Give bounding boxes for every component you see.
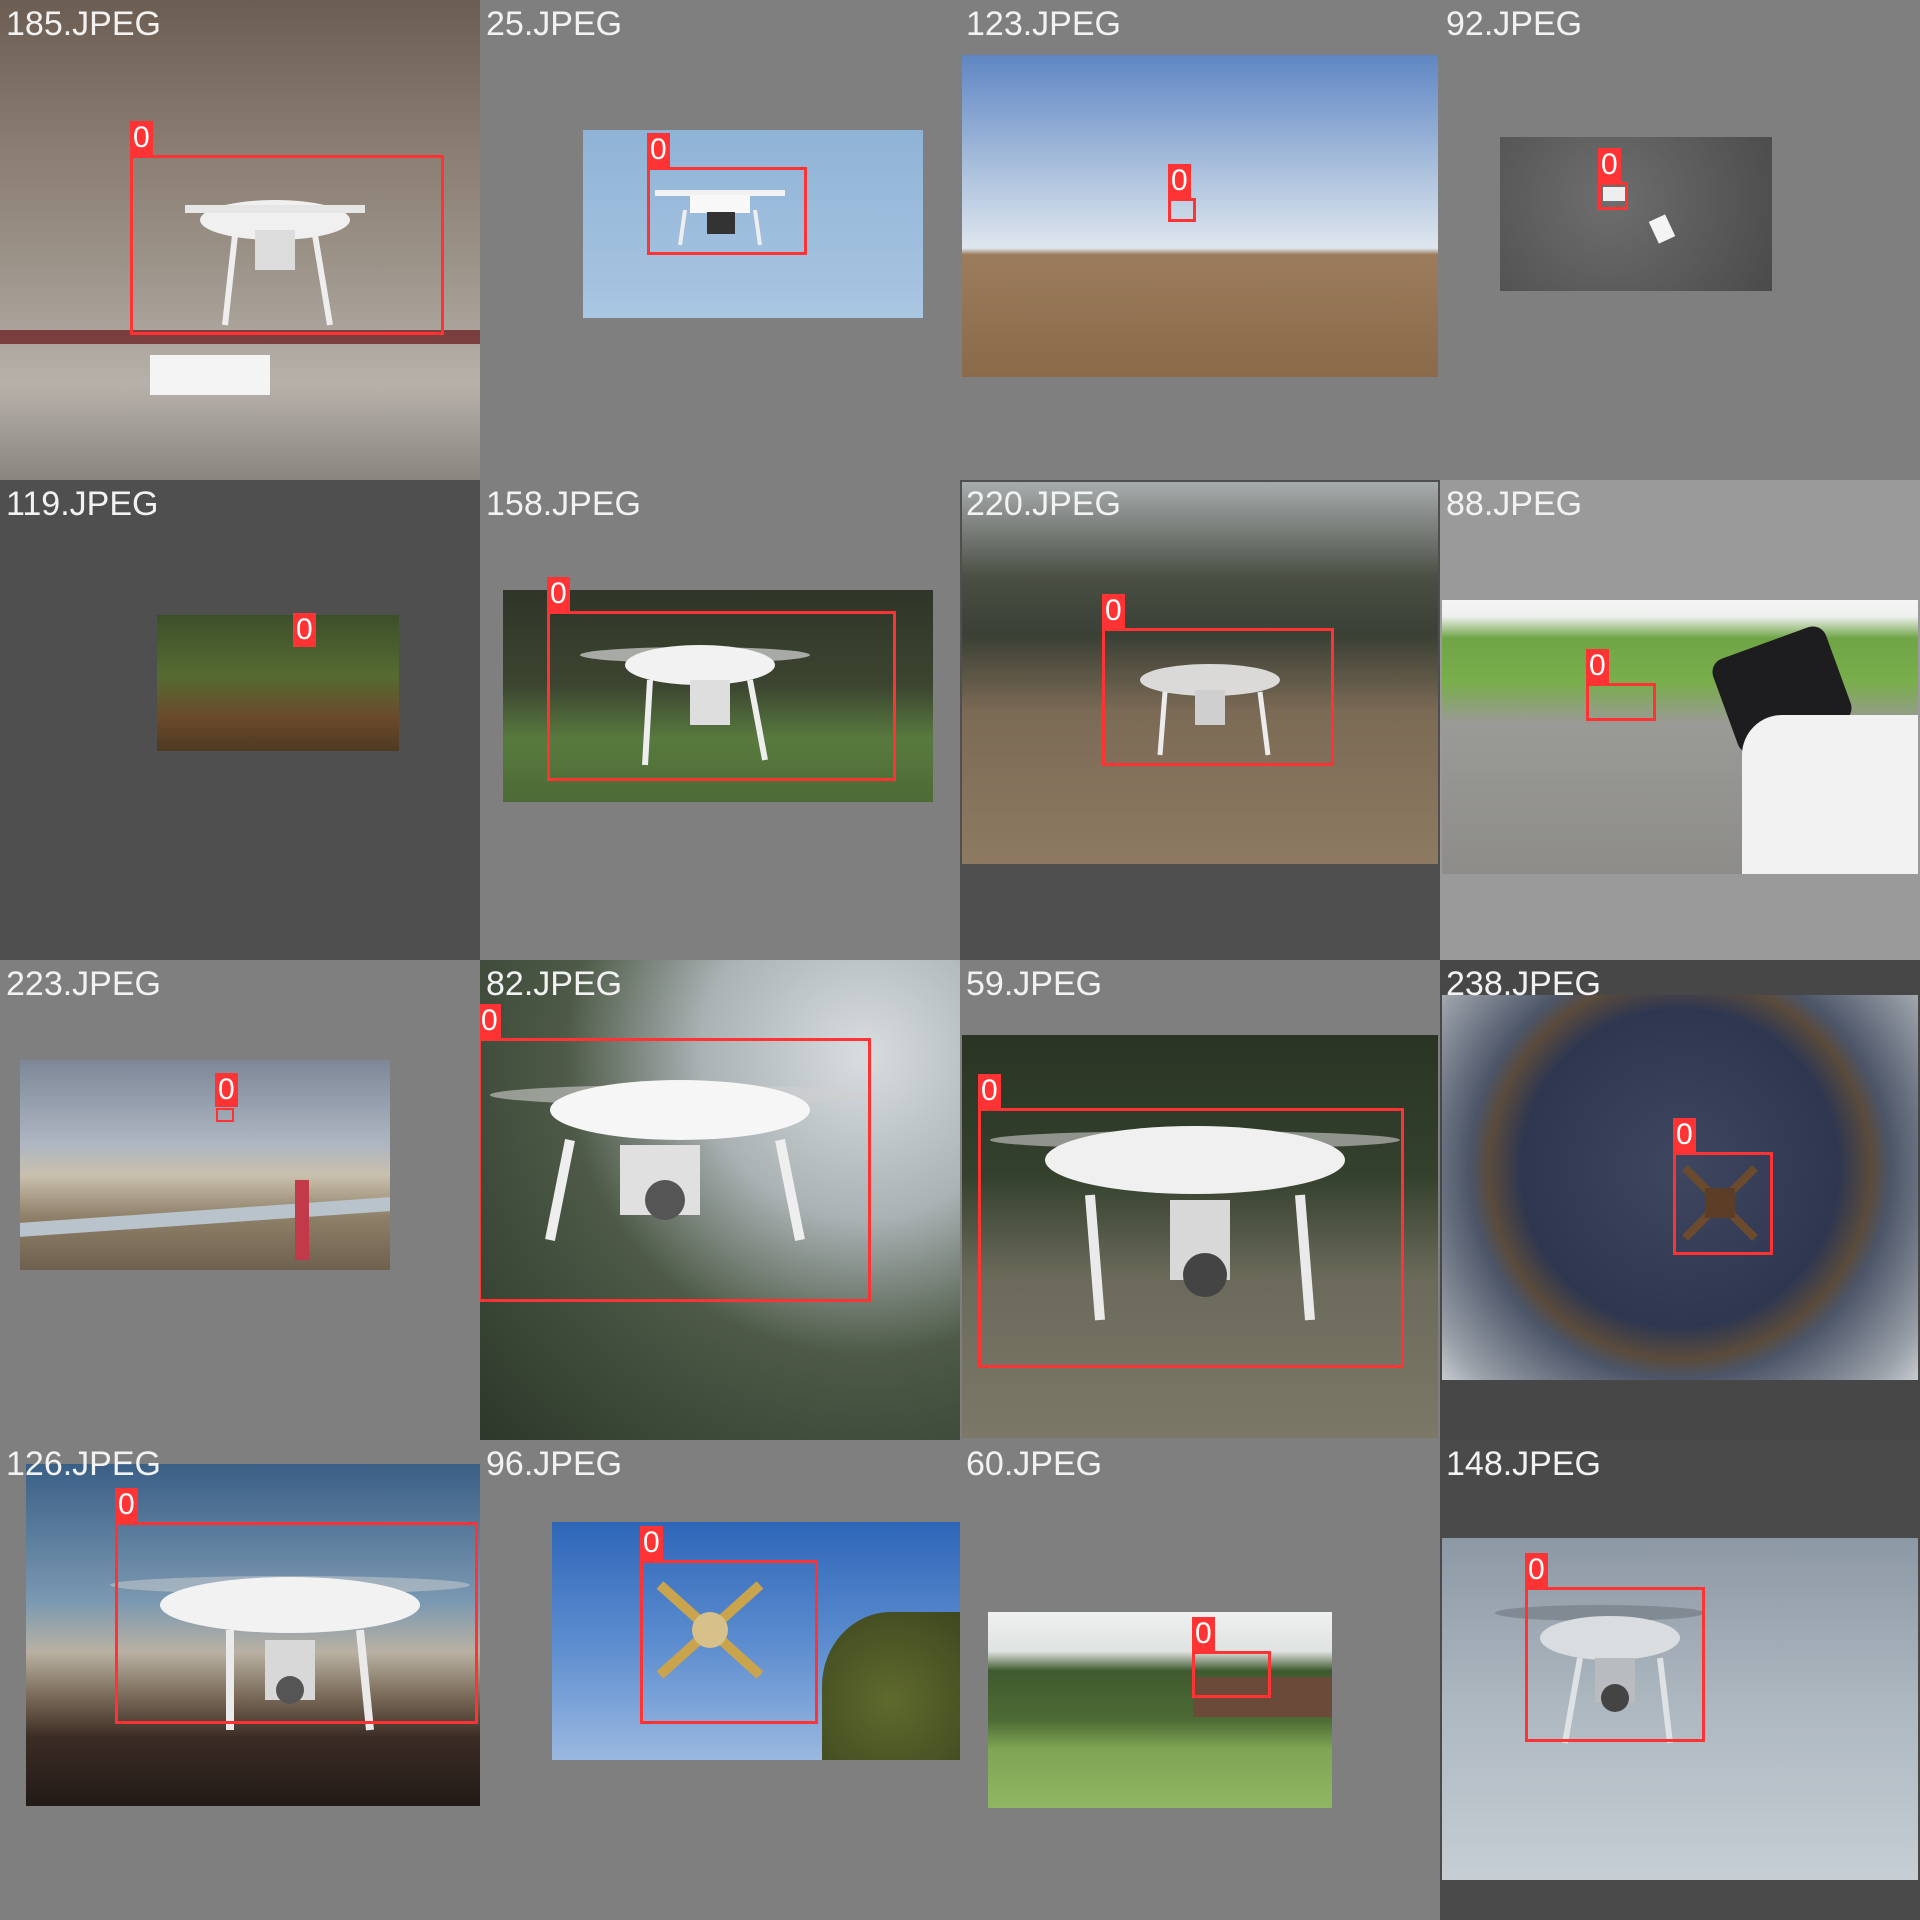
tile-92: 0 92.JPEG <box>1440 0 1920 480</box>
photo-92 <box>1500 137 1772 291</box>
bounding-box: 0 <box>640 1526 818 1724</box>
photo-119 <box>157 615 399 751</box>
drone-icon <box>1603 187 1676 244</box>
tile-filename: 59.JPEG <box>966 965 1103 1003</box>
photo-123 <box>962 55 1438 377</box>
class-label: 0 <box>1525 1553 1548 1587</box>
tile-82: 0 82.JPEG <box>480 960 960 1440</box>
tile-119: 0 119.JPEG <box>0 480 480 960</box>
drone-icon <box>490 1080 870 1241</box>
tile-60: 0 60.JPEG <box>960 1440 1440 1920</box>
tile-123: 0 123.JPEG <box>960 0 1440 480</box>
bounding-box: 0 <box>647 133 807 255</box>
tile-filename: 220.JPEG <box>966 485 1121 523</box>
tile-filename: 92.JPEG <box>1446 5 1583 43</box>
bounding-box: 0 <box>130 121 444 335</box>
bounding-box: 0 <box>978 1074 1404 1368</box>
drone-icon <box>655 190 785 246</box>
photo-60 <box>988 1612 1332 1808</box>
tile-filename: 238.JPEG <box>1446 965 1601 1003</box>
tile-59: 0 59.JPEG <box>960 960 1440 1440</box>
photo-126 <box>26 1464 480 1806</box>
drone-icon <box>1495 1605 1705 1744</box>
class-label: 0 <box>1673 1118 1696 1152</box>
tile-filename: 119.JPEG <box>6 485 159 523</box>
drone-icon <box>656 1581 764 1679</box>
class-label: 0 <box>480 1004 501 1038</box>
photo-88 <box>1442 600 1918 874</box>
photo-223 <box>20 1060 390 1270</box>
photo-25 <box>583 130 923 318</box>
tile-126: 0 126.JPEG <box>0 1440 480 1920</box>
tile-filename: 60.JPEG <box>966 1445 1103 1483</box>
drone-icon <box>185 200 365 326</box>
tile-filename: 148.JPEG <box>1446 1445 1601 1483</box>
bounding-box: 0 <box>293 613 316 658</box>
tile-filename: 185.JPEG <box>6 5 161 43</box>
photo-148 <box>1442 1538 1918 1880</box>
class-label: 0 <box>1102 594 1125 628</box>
class-label: 0 <box>1598 148 1621 182</box>
tile-filename: 96.JPEG <box>486 1445 623 1483</box>
bounding-box: 0 <box>480 1004 871 1302</box>
bounding-box: 0 <box>1673 1118 1773 1255</box>
tile-220: 0 220.JPEG <box>960 480 1440 960</box>
class-label: 0 <box>640 1526 663 1560</box>
class-label: 0 <box>215 1073 238 1107</box>
class-label: 0 <box>1168 164 1191 198</box>
drone-icon <box>1140 664 1280 756</box>
bounding-box: 0 <box>1192 1617 1271 1698</box>
bounding-box: 0 <box>547 577 896 781</box>
tile-238: 0 238.JPEG <box>1440 960 1920 1440</box>
class-label: 0 <box>1586 649 1609 683</box>
bounding-box: 0 <box>215 1073 238 1122</box>
tile-filename: 123.JPEG <box>966 5 1121 43</box>
tile-148: 0 148.JPEG <box>1440 1440 1920 1920</box>
tile-filename: 126.JPEG <box>6 1445 161 1483</box>
tile-filename: 223.JPEG <box>6 965 161 1003</box>
bounding-box: 0 <box>1102 594 1334 766</box>
tile-96: 0 96.JPEG <box>480 1440 960 1920</box>
bounding-box: 0 <box>1525 1553 1705 1742</box>
drone-icon <box>1682 1165 1758 1241</box>
bounding-box: 0 <box>1586 649 1656 721</box>
tile-filename: 158.JPEG <box>486 485 641 523</box>
tile-223: 0 223.JPEG <box>0 960 480 1440</box>
photo-185 <box>0 0 480 480</box>
bounding-box: 0 <box>115 1488 478 1724</box>
class-label: 0 <box>130 121 153 155</box>
class-label: 0 <box>293 613 316 647</box>
photo-238 <box>1442 995 1918 1380</box>
tile-88: 0 88.JPEG <box>1440 480 1920 960</box>
tile-25: 0 25.JPEG <box>480 0 960 480</box>
bounding-box: 0 <box>1598 148 1628 210</box>
class-label: 0 <box>115 1488 138 1522</box>
drone-icon <box>580 645 810 766</box>
class-label: 0 <box>647 133 670 167</box>
bounding-box: 0 <box>1168 164 1196 222</box>
class-label: 0 <box>1192 1617 1215 1651</box>
tile-158: 0 158.JPEG <box>480 480 960 960</box>
class-label: 0 <box>978 1074 1001 1108</box>
tile-185: 0 185.JPEG <box>0 0 480 480</box>
drone-icon <box>110 1576 470 1731</box>
class-label: 0 <box>547 577 570 611</box>
tile-filename: 82.JPEG <box>486 965 623 1003</box>
tile-filename: 88.JPEG <box>1446 485 1583 523</box>
drone-icon <box>990 1126 1400 1321</box>
tile-filename: 25.JPEG <box>486 5 623 43</box>
